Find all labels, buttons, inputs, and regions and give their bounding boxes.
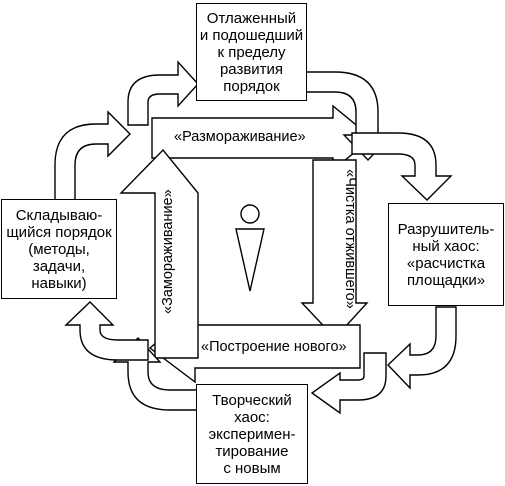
outer-arrow-to-right-box (351, 132, 453, 201)
label-postroenie: «Построение нового» (201, 339, 347, 355)
box-left-forming-order: Складываю- щийся порядок (методы, задачи… (1, 199, 117, 299)
label-chistka: «Чистка отжившего» (342, 169, 358, 309)
label-razmorazhivanie: «Размораживание» (174, 129, 306, 145)
person-figure-icon (235, 204, 265, 292)
outer-arrow-right-to-bottom (387, 306, 457, 390)
box-top-order: Отлаженный и подошедший к пределу развит… (196, 3, 307, 101)
outer-arrow-to-left-box (64, 301, 149, 361)
outer-arrow-left-to-top (54, 110, 131, 201)
arrow-zamorazhivanie (119, 148, 199, 359)
arrow-chistka (300, 159, 369, 340)
outer-arrow-to-top-box (127, 60, 199, 126)
outer-arrow-to-bottom-box (310, 352, 387, 415)
box-bottom-creative-chaos: Творческий хаос: эксперимен- тирование с… (196, 384, 308, 484)
label-zamorazhivanie: «Замораживание» (160, 189, 176, 314)
box-right-destructive-chaos: Разрушитель- ный хаос: «расчистка площад… (388, 203, 504, 306)
